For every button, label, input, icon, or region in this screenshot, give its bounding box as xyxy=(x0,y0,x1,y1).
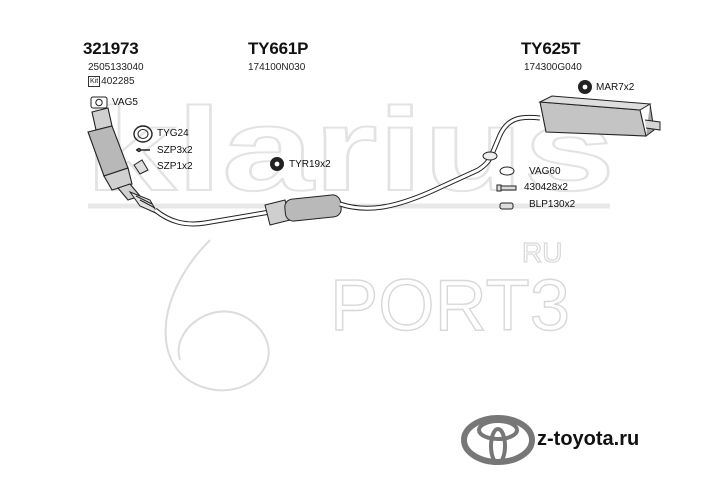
clamp-icon xyxy=(499,202,514,210)
part-number-321973: 321973 xyxy=(83,39,139,58)
label-vag60: VAG60 xyxy=(529,166,561,177)
label-tyg24: TYG24 xyxy=(157,128,189,139)
vag60-icon xyxy=(499,166,515,176)
part-number-ty661p: TY661P xyxy=(248,39,309,58)
watermark-swoosh xyxy=(164,239,270,392)
part-number-ty625t: TY625T xyxy=(521,39,581,58)
ring-gasket-icon xyxy=(133,125,153,143)
rear-silencer xyxy=(538,95,661,137)
bolt-icon xyxy=(496,184,517,192)
mount-icon xyxy=(578,80,592,94)
watermark-ru: RU xyxy=(522,237,562,268)
watermark-brand: klarius xyxy=(85,84,615,216)
label-blp130: BLP130x2 xyxy=(529,199,576,210)
label-tyr19: TYR19x2 xyxy=(289,159,331,170)
label-mar7: MAR7x2 xyxy=(596,82,635,93)
flange-icon xyxy=(482,151,498,161)
watermark-port: PORT3 xyxy=(330,266,570,346)
kit-tag: Kit xyxy=(88,76,101,87)
center-silencer xyxy=(264,194,342,226)
spring-icon xyxy=(136,147,150,153)
toyota-logo xyxy=(461,415,535,465)
label-bolt: 430428x2 xyxy=(524,182,568,193)
oem-number-3: 174300G040 xyxy=(524,62,582,73)
site-name: z-toyota.ru xyxy=(537,428,640,450)
kit-number: 402285 xyxy=(101,76,135,88)
label-szp3: SZP3x2 xyxy=(157,145,193,156)
oem-number-1: 2505133040 xyxy=(88,62,144,73)
spring-bolt-icon xyxy=(133,159,149,175)
rear-pipe-inner xyxy=(490,115,541,155)
label-vag5: VAG5 xyxy=(112,97,138,108)
rubber-mount-icon xyxy=(270,157,284,171)
gasket-icon xyxy=(90,96,108,109)
oem-number-2: 174100N030 xyxy=(248,62,306,73)
label-szp1: SZP1x2 xyxy=(157,161,193,172)
front-pipe-inner xyxy=(154,208,271,226)
